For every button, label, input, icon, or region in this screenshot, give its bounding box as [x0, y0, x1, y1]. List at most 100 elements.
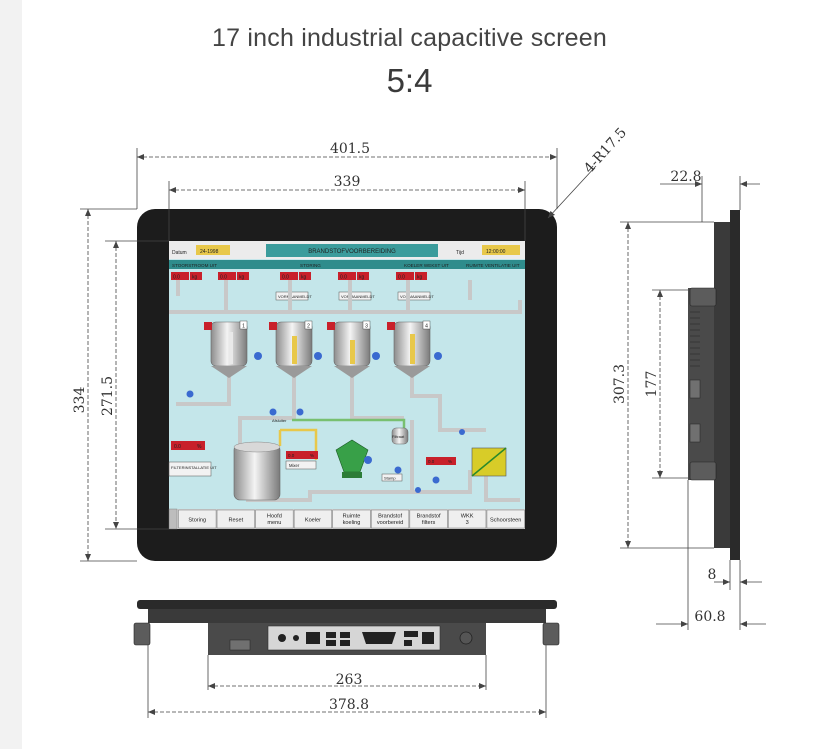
front-dimension-lines: [80, 148, 597, 562]
vorm-buttons: VORMAANMELDT VORMAANMELDT VORMAANMELDT: [275, 291, 434, 301]
screen-nav-button-label: koeling: [343, 520, 361, 526]
screen-banner: BRANDSTOFVOORBEREIDING: [308, 249, 396, 255]
readout-value: 0.0: [220, 275, 227, 281]
small-labels: 0.0 % FILTERINSTALLATIE UIT 0.0 % Mixer …: [168, 418, 456, 482]
screen-nav-button: [178, 509, 217, 529]
tank-number: 1: [242, 324, 245, 330]
tank-number: 4: [425, 324, 428, 330]
date-label: Datum: [172, 250, 187, 256]
dim-active-width: 339: [334, 174, 361, 190]
side-bezel: [730, 210, 740, 560]
screen-nav-button-label: menu: [267, 520, 281, 526]
section-label: STOORSTROOM UIT: [172, 263, 217, 268]
dim-overall-height: 334: [72, 387, 88, 414]
pct-value: 0.0: [174, 444, 181, 450]
filter-unit: [335, 439, 369, 478]
screen-nav-button-label: Storing: [188, 518, 206, 524]
valve-label: Afsluiter: [272, 418, 287, 423]
readout-value: 0.0: [282, 275, 289, 281]
section-label: RUIMTE VENTILATIE UIT: [466, 263, 520, 268]
screen-nav-button-label: Schoorsteen: [490, 518, 521, 524]
side-view: 22.8 307.3 177 8 60.8: [612, 169, 766, 630]
screen-nav-button-label: Koeler: [305, 518, 321, 524]
screen-nav-button-label: Reset: [229, 518, 244, 524]
heat-exchanger: [471, 447, 507, 477]
readout-value: 0.0: [173, 275, 180, 281]
vessel-label: Filtraat: [392, 434, 405, 439]
screen-nav-button-label: voorbereid: [377, 520, 403, 526]
screen-nav-button: [409, 509, 448, 529]
dim-side-top: 22.8: [670, 169, 701, 185]
pumps: [186, 352, 465, 493]
pct-unit: %: [448, 459, 452, 464]
time-value: 12:00:00: [486, 249, 506, 255]
dim-corner-radius: 4-R17.5: [581, 125, 630, 177]
dim-bottom-width: 378.8: [329, 697, 369, 713]
aspect-ratio: 5:4: [386, 62, 433, 99]
tank: 1: [204, 320, 248, 378]
filter-label: FILTERINSTALLATIE UIT: [171, 465, 217, 470]
screen-nav-button: [448, 509, 487, 529]
readout-value: 0.0: [340, 275, 347, 281]
dim-bottom-ports: 263: [336, 672, 363, 688]
tank: 3: [327, 320, 371, 378]
section-strip: STOORSTROOM UIT STORING KOELER WEKST UIT…: [169, 260, 525, 269]
readout-value: 0.0: [398, 275, 405, 281]
section-label: STORING: [300, 263, 321, 268]
screen-nav-button: [293, 509, 332, 529]
screen-nav-button-label: filters: [422, 520, 436, 526]
readout-row: 0.0 kg 0.0 kg 0.0 kg 0.0 kg 0.0 kg: [171, 272, 427, 281]
front-view: Datum 24-1998 BRANDSTOFVOORBEREIDING Tij…: [72, 125, 630, 562]
bottom-body: [148, 609, 546, 623]
screen-nav-button: [486, 509, 525, 529]
bottom-view: 263 378.8: [133, 600, 560, 718]
screen-nav-button: [371, 509, 410, 529]
screen-nav-button-label: Brandstof: [417, 514, 441, 520]
small-vessel: [391, 427, 409, 445]
screen-nav-button: [255, 509, 294, 529]
yellow-pipe: [278, 428, 318, 460]
tank: 2: [269, 320, 313, 378]
dim-side-bezel: 8: [708, 567, 717, 583]
pct-value: 0.0: [288, 453, 295, 458]
pct-unit: %: [310, 453, 314, 458]
screen-header: Datum 24-1998 BRANDSTOFVOORBEREIDING Tij…: [169, 241, 525, 259]
screen-nav-button-label: Hoofd: [267, 514, 282, 520]
screen-nav-button-label: Brandstof: [378, 514, 402, 520]
mixing-tank: [233, 441, 281, 501]
screen-nav-button: [332, 509, 371, 529]
dim-side-depth: 60.8: [694, 609, 725, 625]
screen-nav-button-label: WKK: [461, 514, 474, 520]
readout-unit: kg: [359, 275, 365, 281]
screen-nav-button: [216, 509, 255, 529]
vorm-label: VORMAANMELDT: [278, 294, 312, 299]
readout-unit: kg: [239, 275, 245, 281]
vorm-label: VORMAANMELDT: [341, 294, 375, 299]
left-margin-strip: [0, 0, 22, 749]
mixer-label: Mixer: [289, 463, 300, 468]
section-label: KOELER WEKST UIT: [404, 263, 449, 268]
page-title: 17 inch industrial capacitive screen: [212, 24, 607, 52]
vorm-label: VORMAANMELDT: [400, 294, 434, 299]
screen-nav-button-label: Ruimte: [343, 514, 361, 520]
date-value: 24-1998: [200, 249, 219, 255]
pct-value: 0.0: [428, 459, 435, 464]
dim-active-height: 271.5: [100, 376, 116, 416]
dim-overall-width: 401.5: [330, 141, 370, 157]
stamp-label: Stamp: [384, 476, 396, 481]
readout-unit: kg: [192, 275, 198, 281]
readout-unit: kg: [417, 275, 423, 281]
tank-number: 2: [307, 324, 310, 330]
pct-unit: %: [197, 444, 202, 450]
tank-number: 3: [365, 324, 368, 330]
power-button: [459, 631, 473, 645]
screen-nav-button-label: 3: [466, 520, 469, 526]
dim-side-height: 307.3: [612, 364, 628, 404]
readout-unit: kg: [301, 275, 307, 281]
time-label: Tijd: [456, 250, 464, 256]
tank: 4: [387, 320, 431, 378]
bottom-bezel: [137, 600, 557, 609]
dim-side-bracket: 177: [644, 371, 660, 398]
